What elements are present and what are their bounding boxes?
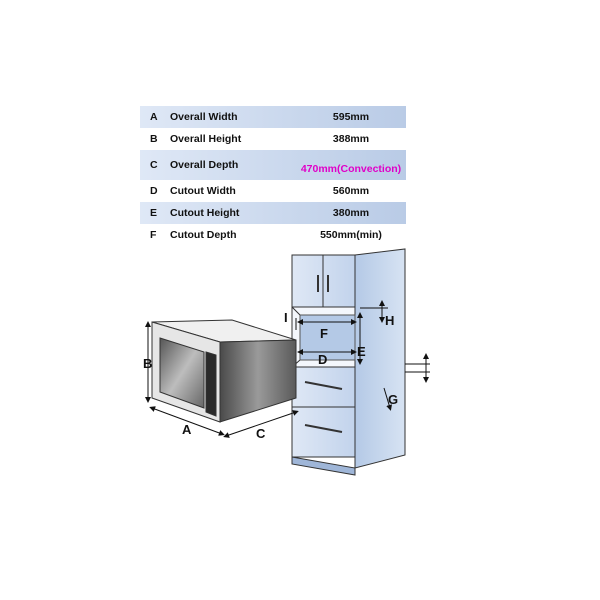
spec-letter: D xyxy=(150,185,158,197)
spec-row: A Overall Width 595mm xyxy=(140,106,406,128)
spec-value: 550mm(min) xyxy=(320,229,382,241)
dim-label-b: B xyxy=(143,356,152,371)
dim-label-e: E xyxy=(357,344,366,359)
dim-label-c: C xyxy=(256,426,266,441)
dim-label-g: G xyxy=(388,392,398,407)
spec-letter: E xyxy=(150,207,158,219)
dimension-lines xyxy=(145,300,430,438)
spec-label: Cutout Height xyxy=(170,207,240,219)
spec-label: Overall Height xyxy=(170,133,242,145)
cabinet xyxy=(291,248,406,476)
spec-row: D Cutout Width 560mm xyxy=(140,180,406,202)
spec-value: 470mm(Convection) xyxy=(300,163,402,175)
spec-row: F Cutout Depth 550mm(min) xyxy=(140,224,406,246)
spec-letter: B xyxy=(150,133,158,145)
dim-label-i: I xyxy=(284,310,288,325)
spec-row: B Overall Height 388mm xyxy=(140,128,406,150)
spec-label: Overall Width xyxy=(170,111,238,123)
spec-letter: C xyxy=(150,159,158,171)
spec-letter: F xyxy=(150,229,157,241)
dim-label-a: A xyxy=(182,422,192,437)
spec-row: C Overall Depth 470mm(Convection) xyxy=(140,150,406,180)
oven xyxy=(151,319,297,423)
spec-value: 380mm xyxy=(332,207,370,219)
spec-value: 595mm xyxy=(332,111,370,123)
spec-label: Overall Depth xyxy=(170,159,239,171)
spec-label: Cutout Depth xyxy=(170,229,237,241)
spec-label: Cutout Width xyxy=(170,185,236,197)
dim-label-f: F xyxy=(320,326,328,341)
spec-row: E Cutout Height 380mm xyxy=(140,202,406,224)
dim-label-d: D xyxy=(318,352,327,367)
spec-letter: A xyxy=(150,111,158,123)
spec-value: 388mm xyxy=(332,133,370,145)
spec-value: 560mm xyxy=(332,185,370,197)
dim-label-h: H xyxy=(385,313,394,328)
